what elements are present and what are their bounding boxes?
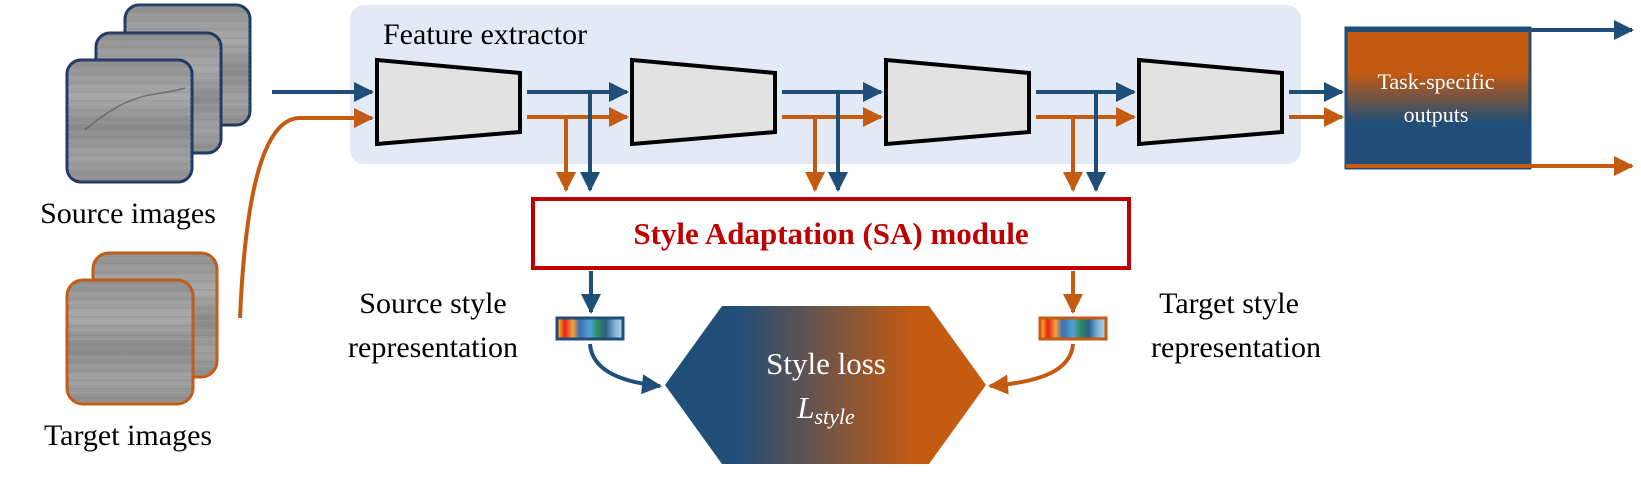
source-to-loss-arrow [588,343,662,395]
connector-1-2 [527,82,629,192]
style-loss-hexagon [665,306,986,464]
source-images-stack [65,3,252,184]
style-loss-symbol-subscript: style [814,404,855,429]
connector-2-3 [782,82,883,192]
target-input-arrow [238,108,374,319]
target-style-vector-icon [1038,316,1108,341]
source-style-label-line2: representation [348,331,518,364]
feature-extractor-panel [350,5,1301,164]
style-loss-symbol-main: L [796,390,814,425]
target-style-label-line2: representation [1151,331,1321,364]
target-style-label-line1: Target style [1159,287,1299,320]
target-images-stack [65,251,219,406]
source-images-label: Source images [40,197,216,230]
task-outputs-label-line2: outputs [1404,102,1469,127]
connector-3-4 [1036,82,1136,192]
sa-module-label: Style Adaptation (SA) module [633,216,1028,251]
encoder-block-2 [630,57,777,147]
task-outputs-box [1344,26,1532,170]
source-style-label-line1: Source style [359,287,506,320]
style-loss-symbol: Lstyle [796,390,855,429]
encoder-block-1 [375,57,522,147]
task-outputs-label-line1: Task-specific [1378,69,1495,94]
encoder-block-4 [1137,57,1284,147]
connector-4-output [1289,82,1344,127]
encoder-block-3 [884,57,1031,147]
source-style-vector-icon [555,316,625,341]
sa-module-box [531,197,1131,270]
style-loss-label: Style loss [766,346,886,381]
feature-extractor-label: Feature extractor [383,18,587,51]
target-to-loss-arrow [988,343,1075,395]
target-images-label: Target images [44,419,212,452]
